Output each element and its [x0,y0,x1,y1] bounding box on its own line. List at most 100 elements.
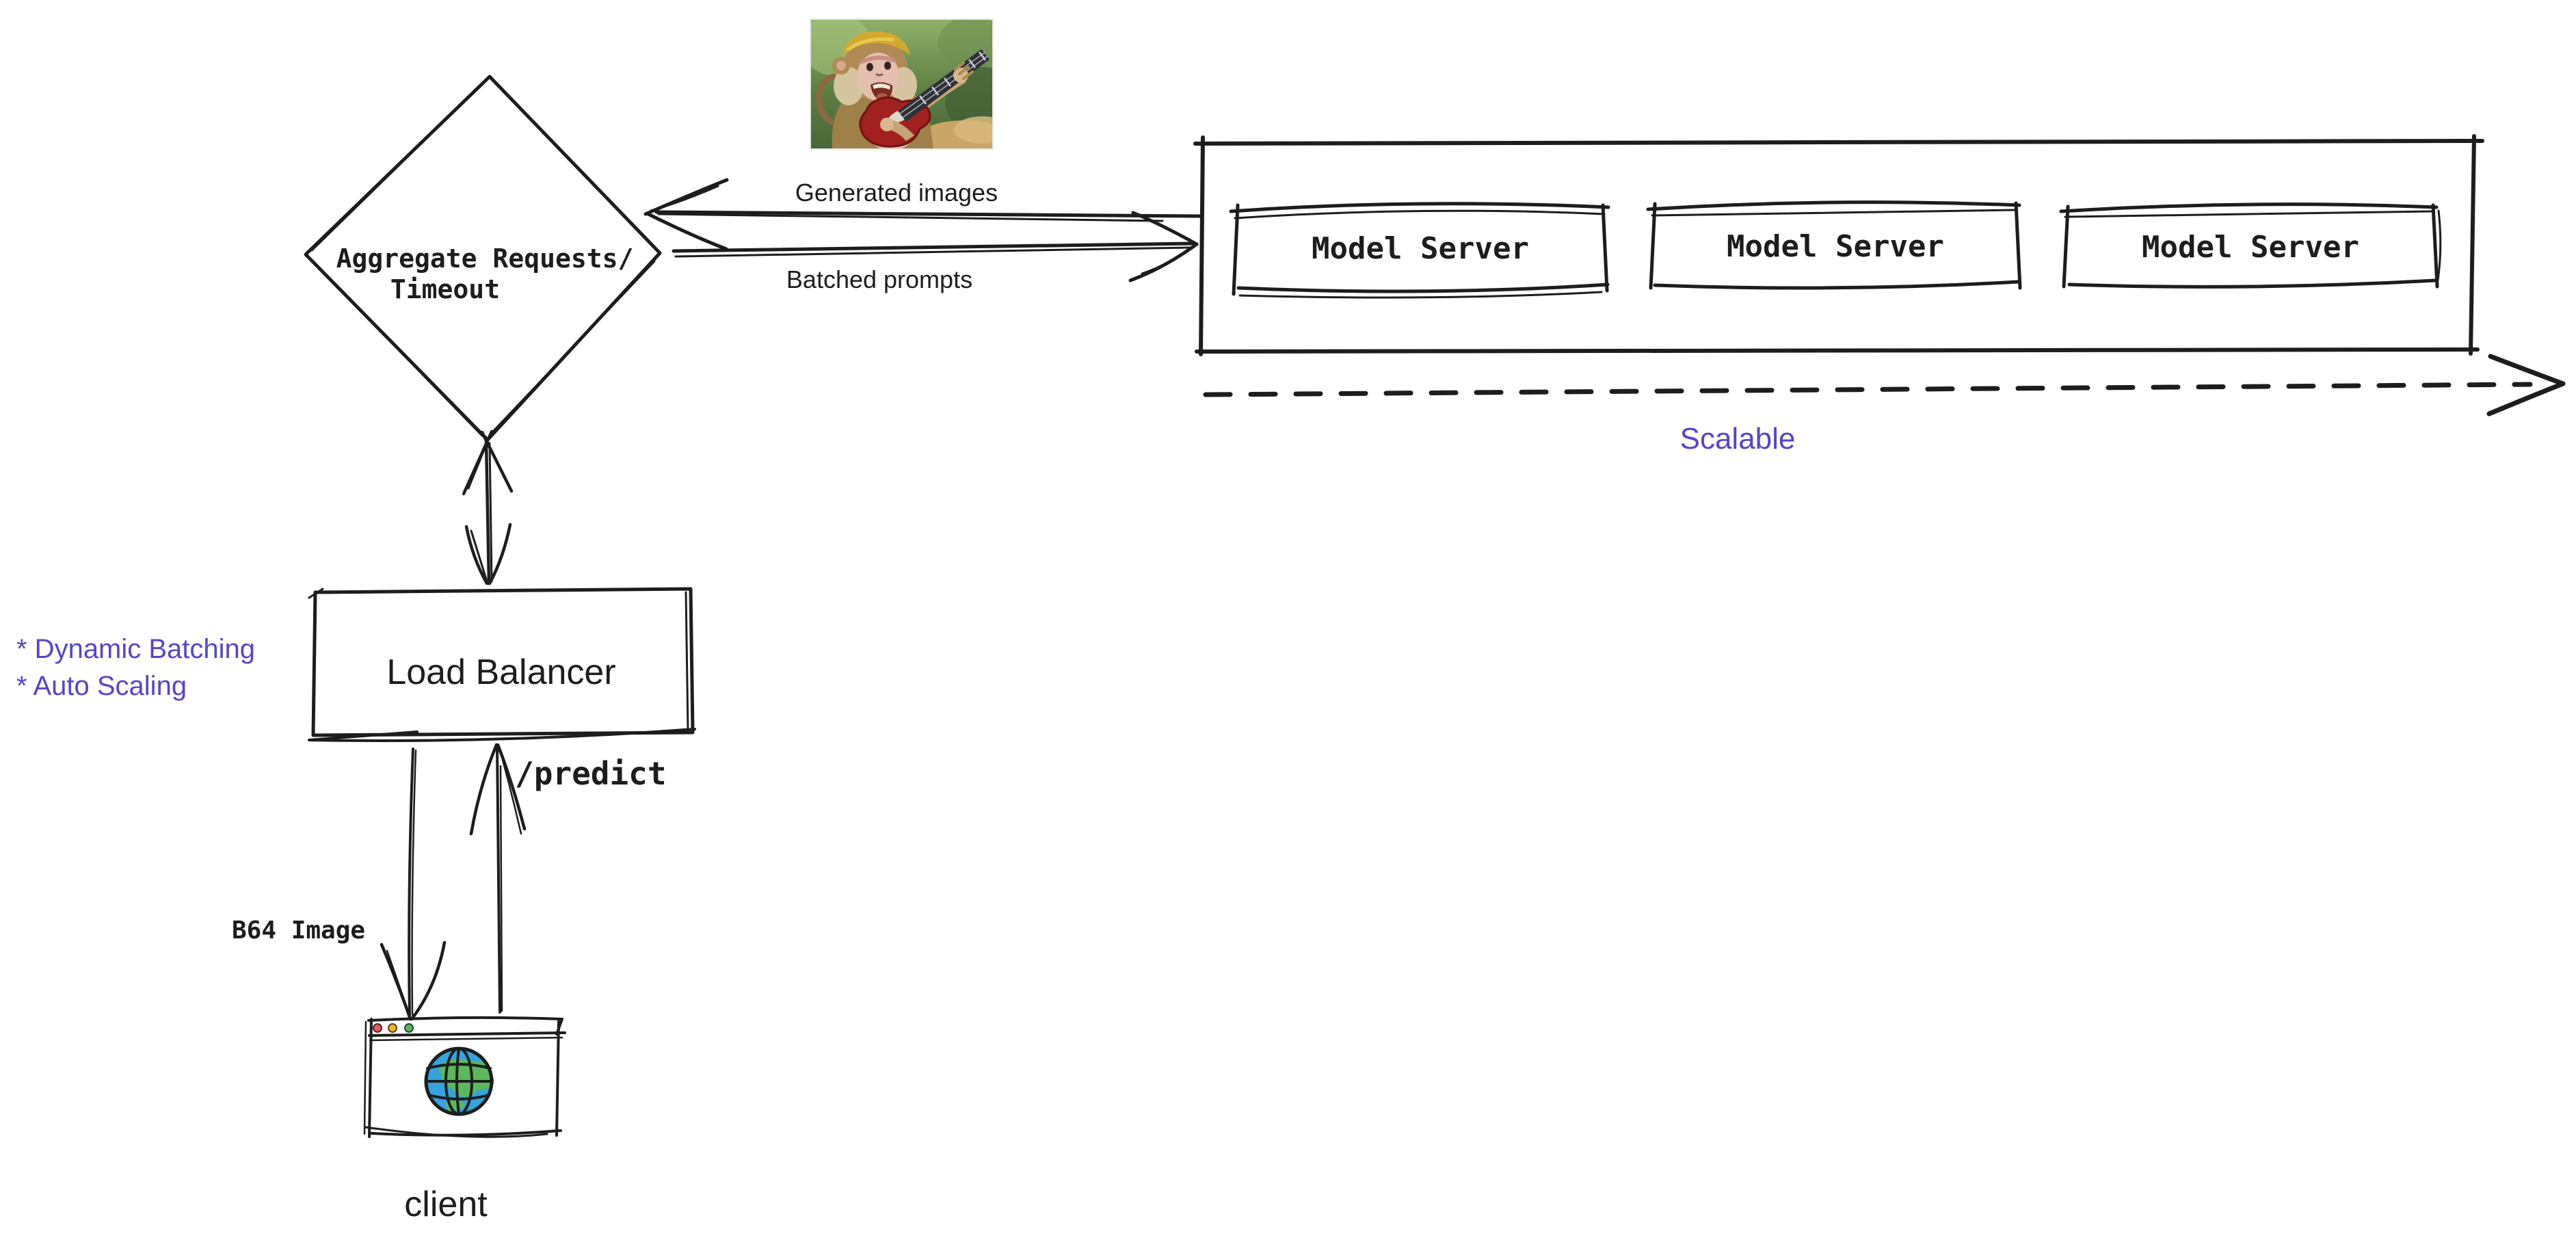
note-auto-scaling: * Auto Scaling [16,671,187,701]
browser-titlebar-line [368,1031,566,1037]
load-balancer-label: Load Balancer [386,652,615,692]
box-corner-sketch [308,588,324,599]
b64-image-arrow-down: B64 Image [232,748,447,1021]
box-top-sketch [1651,209,2017,217]
diamond-sketch-stroke [310,81,486,252]
box-left [1232,203,1240,296]
arrow-shaft [408,748,414,1019]
batched-prompts-arrow: Batched prompts [672,211,1199,293]
dashed-shaft [1203,382,2533,397]
browser-titlebar-line-sketch [369,1036,563,1042]
arrow-shaft [672,241,1195,253]
model-server-node: Model Server [1229,202,1610,299]
batched-prompts-label: Batched prompts [786,265,972,293]
arrowhead-up-sketch [467,438,490,490]
box-left [2062,205,2070,289]
box-right [1601,203,1609,293]
browser-left [368,1018,373,1138]
box-left [1649,202,1657,290]
model-server-node: Model Server [2059,202,2442,289]
arrowhead-right [1131,211,1199,246]
browser-right [555,1019,560,1137]
box-bottom [1236,282,1610,293]
diamond-sketch-stroke [310,259,484,438]
arrowhead-down [380,942,412,1021]
client-label: client [404,1185,488,1224]
container-right [2469,134,2476,356]
arrowhead-up [469,743,499,836]
box-top [1646,200,2021,211]
box-right-sketch [685,591,689,732]
load-balancer-node: Load Balancer [308,587,696,742]
arrowhead-up-sketch [499,751,522,835]
arrowhead-right-sketch [1141,247,1193,275]
arrowhead-down-sketch [386,949,410,1015]
arrowhead-right [2486,381,2566,417]
generated-images-label: Generated images [795,179,998,207]
scalable-label: Scalable [1680,422,1796,456]
arrowhead-right [2488,354,2566,386]
globe-meridian [455,1047,460,1116]
browser-bottom [369,1129,562,1137]
container-left [1199,135,1205,356]
box-top-sketch [2064,210,2434,218]
arrow-shaft [654,210,1204,218]
model-server-node: Model Server [1646,200,2022,290]
browser-top [367,1016,563,1035]
model-server-label: Model Server [2142,230,2359,265]
predict-arrow-up: /predict [469,743,667,1014]
arrow-shaft-sketch [499,765,503,1012]
arrowhead-right [1128,242,1199,282]
model-server-container: Model Server Model Server Model Server [1193,134,2484,356]
arrow-shaft-sketch [411,749,417,1016]
box-bottom [1653,280,2020,290]
box-right [2014,201,2022,290]
aggregator-loadbalancer-arrow [462,430,514,585]
aggregator-diamond-node: Aggregate Requests/ Timeout [304,75,662,442]
globe-icon [424,1046,494,1116]
feature-notes: * Dynamic Batching * Auto Scaling [16,634,255,701]
arrowhead-left [645,211,728,251]
browser-close-dot [373,1023,382,1033]
arrow-shaft [496,743,501,1014]
container-bottom [1195,347,2480,354]
browser-expand-dot [404,1023,414,1033]
scalable-arrow: Scalable [1203,354,2566,456]
box-right [2431,203,2439,289]
browser-minimize-dot [388,1023,397,1033]
arrowhead-left-sketch [650,185,719,212]
generated-monkey-image [810,18,994,150]
aggregator-label-line1: Aggregate Requests/ [336,243,634,274]
arrowhead-down [410,940,447,1021]
load-balancer-box [311,587,695,737]
globe-latitude [427,1094,490,1100]
box-bottom [2067,278,2437,289]
box-top [2059,202,2439,213]
container-top [1193,139,2484,146]
client-browser-node: client [363,1016,566,1224]
arrowhead-down-sketch [470,529,488,583]
generated-images-arrow: Generated images [643,178,1204,251]
arrow-shaft-sketch [657,213,1164,222]
arrowhead-down [464,525,489,585]
box-right-sketch [2436,209,2442,282]
box-top-sketch [1234,209,1606,220]
box-bottom-sketch [1238,291,1603,299]
browser-bottom-sketch [364,1126,548,1138]
model-server-label: Model Server [1727,229,1944,264]
diamond-sketch-stroke [488,260,656,436]
b64-image-label: B64 Image [232,916,365,945]
arrowhead-down [488,523,512,585]
aggregator-label-line2: Timeout [390,274,500,304]
arrow-shaft-sketch [488,442,493,583]
box-bottom-sketch [308,728,696,742]
globe-latitude [426,1063,492,1070]
predict-endpoint-label: /predict [515,755,667,792]
arrow-shaft-sketch [674,246,1191,258]
note-dynamic-batching: * Dynamic Batching [16,634,255,664]
model-server-label: Model Server [1312,231,1529,266]
arrow-shaft [484,438,491,585]
browser-left-sketch [363,1020,367,1135]
